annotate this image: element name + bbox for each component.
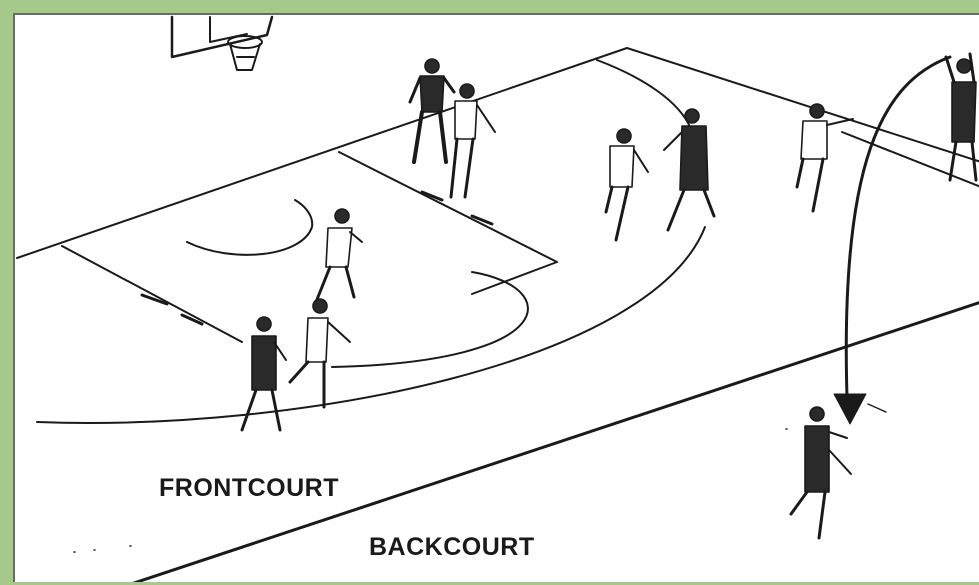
basket [172, 17, 272, 70]
backcourt-label: BACKCOURT [369, 533, 535, 562]
player-dark-4 [946, 54, 976, 180]
basketball-court: FRONTCOURT BACKCOURT [13, 13, 979, 582]
pass-arrow-path [846, 57, 950, 397]
restricted-arc [187, 200, 312, 255]
pass-arrow [834, 57, 950, 424]
lane-hash-right [422, 192, 492, 224]
backboard-inner [210, 17, 247, 42]
player-light-1 [451, 84, 495, 197]
free-throw-lane [62, 152, 557, 342]
three-point-top [597, 60, 692, 132]
player-light-4 [606, 129, 648, 240]
player-light-2 [316, 209, 362, 302]
player-dark-5 [791, 407, 851, 538]
free-throw-circle [332, 272, 528, 367]
pass-arrow-head [834, 394, 866, 424]
player-light-3 [290, 299, 350, 407]
lane-hash-left [142, 295, 202, 324]
player-dark-3 [664, 109, 714, 230]
three-point-arc [37, 227, 705, 423]
arrow-tick [868, 404, 886, 412]
player-light-5 [797, 104, 853, 211]
baseline [17, 48, 979, 258]
midcourt-line [122, 302, 979, 582]
players [242, 54, 976, 538]
frontcourt-label: FRONTCOURT [159, 474, 339, 503]
